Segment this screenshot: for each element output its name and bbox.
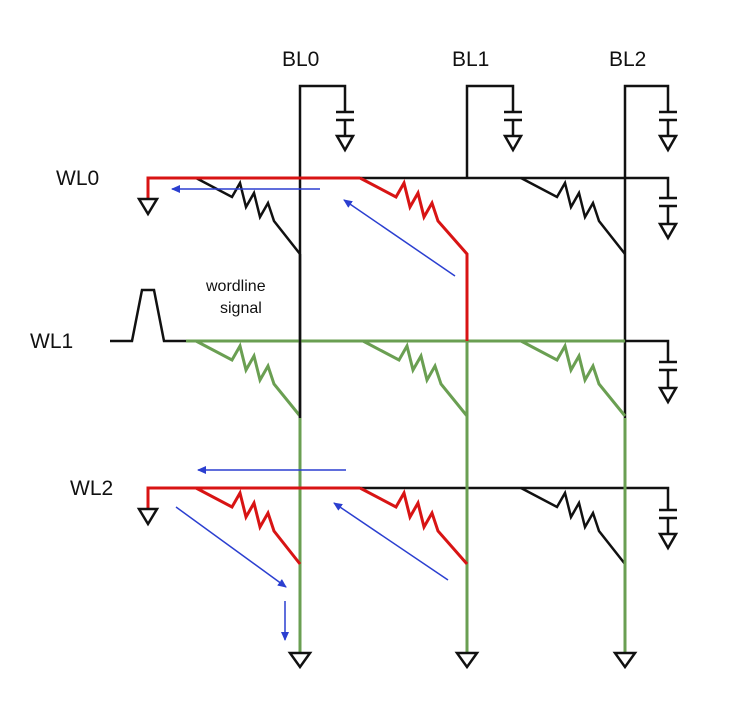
resistor-r10 (195, 339, 302, 417)
wordline-pulse (110, 288, 186, 343)
capacitor-bl1 (502, 110, 524, 153)
capacitor-wl0 (657, 196, 679, 241)
bl0-label: BL0 (282, 48, 319, 71)
resistor-r00 (195, 176, 301, 255)
bl1-feeder (465, 84, 515, 160)
resistor-r22 (520, 486, 626, 565)
wl1-label: WL1 (30, 330, 73, 353)
wl2-label: WL2 (70, 477, 113, 500)
wl2-sneak (146, 486, 360, 508)
sneak-path (146, 176, 469, 565)
labels: BL0 BL1 BL2 WL0 WL1 WL2 wordline signal (30, 48, 646, 500)
capacitor-bl2 (657, 110, 679, 153)
capacitor-wl2 (657, 508, 679, 551)
ground-wl0 (136, 197, 160, 217)
resistor-r01 (359, 176, 469, 341)
bl2-feeder (623, 84, 670, 160)
grounds (136, 197, 638, 670)
selected-path (186, 339, 627, 652)
wl2-wire (360, 486, 670, 510)
bl2-label: BL2 (609, 48, 646, 71)
capacitors (334, 110, 679, 551)
resistor-r20 (195, 486, 302, 565)
capacitor-bl0 (334, 110, 356, 153)
black-wiring (110, 84, 670, 565)
resistor-r21 (359, 486, 469, 565)
ground-wl2 (136, 507, 160, 527)
wordline-signal-label-line1: wordline (205, 278, 266, 295)
arrow-r01-up (343, 199, 456, 277)
wl0-label: WL0 (56, 167, 99, 190)
resistor-r11 (362, 339, 469, 417)
ground-bl0 (287, 651, 313, 670)
ground-bl1 (454, 651, 480, 670)
ground-bl2 (612, 651, 638, 670)
wl0-sneak (146, 176, 360, 198)
arrow-r21-up (333, 502, 449, 581)
resistor-r12 (520, 339, 627, 417)
capacitor-wl1 (657, 360, 679, 405)
arrow-r20-down (175, 506, 287, 588)
current-arrows (171, 185, 456, 641)
wordline-signal-label-line2: signal (220, 300, 262, 317)
bl1-label: BL1 (452, 48, 489, 71)
bl0-feeder (298, 84, 347, 160)
wl0-wire (360, 176, 670, 198)
resistor-r02 (520, 176, 626, 255)
wl1-right (625, 339, 670, 362)
